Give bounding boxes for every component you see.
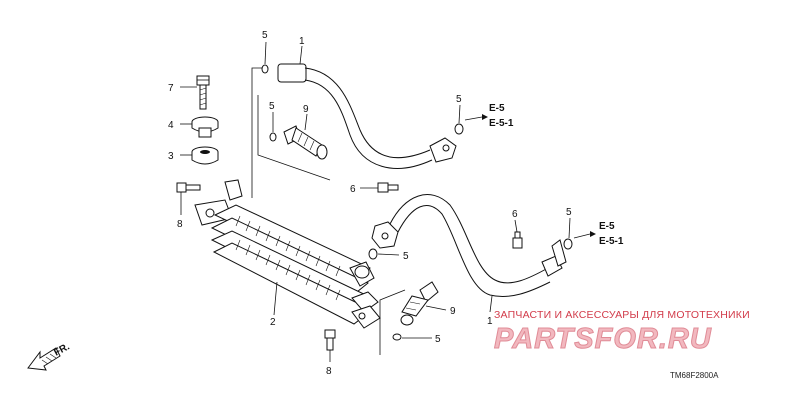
leader-2: [273, 281, 278, 316]
leader-5e: [568, 217, 571, 239]
callout-5-upper-right: 5: [456, 94, 462, 105]
callout-7: 7: [168, 83, 174, 94]
ref-arrow-upper: [464, 116, 483, 121]
leader-6b: [514, 219, 518, 233]
callout-4: 4: [168, 120, 174, 131]
leader-5d: [377, 253, 400, 256]
leader-9a: [304, 113, 308, 131]
oil-cooler-2: [194, 179, 381, 329]
bolt-7: [196, 75, 210, 110]
hose-9-upper: [283, 125, 328, 160]
leader-5c: [458, 104, 461, 124]
washer-5e: [563, 238, 573, 250]
washer-5c: [454, 123, 464, 135]
callout-5-lower-right: 5: [566, 207, 572, 218]
collar-4: [191, 116, 219, 138]
callout-5-top: 5: [262, 30, 268, 41]
ref-e5-upper: E-5: [489, 103, 505, 114]
washer-5d: [368, 248, 378, 260]
callout-9-upper: 9: [303, 104, 309, 115]
callout-6-upper: 6: [350, 184, 356, 195]
watermark-tagline: ЗАПЧАСТИ И АКСЕССУАРЫ ДЛЯ МОТОТЕХНИКИ: [494, 309, 750, 321]
bolt-6-upper: [377, 182, 399, 193]
upper-bracket-line: [251, 67, 262, 198]
callout-9-lower: 9: [450, 306, 456, 317]
leader-5a: [264, 41, 267, 65]
ref-e5-lower: E-5: [599, 221, 615, 232]
callout-5-cooler: 5: [403, 251, 409, 262]
oil-hose-1-lower: [371, 194, 567, 298]
callout-8-lower: 8: [326, 366, 332, 377]
callout-8-upper: 8: [177, 219, 183, 230]
oil-hose-1-upper: [277, 63, 457, 169]
bolt-6-lower: [512, 231, 523, 249]
callout-2: 2: [270, 317, 276, 328]
leader-1b: [489, 295, 493, 313]
washer-5a: [261, 64, 269, 74]
callout-3: 3: [168, 151, 174, 162]
front-label: FR.: [52, 341, 72, 358]
callout-5-detail: 5: [269, 101, 275, 112]
watermark-brand: PARTSFOR.RU: [494, 323, 712, 355]
callout-1-upper: 1: [299, 36, 305, 47]
upper-detail-bracket: [257, 95, 331, 181]
bolt-8-upper: [176, 182, 201, 193]
bolt-8-lower: [324, 329, 336, 351]
ref-e51-lower: E-5-1: [599, 236, 624, 247]
washer-5b: [269, 132, 277, 142]
callout-5-bottom: 5: [435, 334, 441, 345]
hose-9-lower: [400, 281, 439, 326]
ref-arrowhead-lower: [590, 231, 596, 237]
front-arrow: FR.: [27, 341, 72, 371]
callout-6-lower: 6: [512, 209, 518, 220]
ref-arrowhead-upper: [482, 114, 488, 120]
leader-1a: [299, 45, 303, 65]
washer-5f: [392, 333, 402, 341]
grommet-3: [191, 146, 219, 165]
ref-arrow-lower: [573, 233, 591, 239]
ref-e51-upper: E-5-1: [489, 118, 514, 129]
callout-1-lower: 1: [487, 316, 493, 327]
lower-detail-bracket: [379, 289, 406, 355]
leader-9b: [425, 305, 447, 311]
diagram-code: TM68F2800A: [670, 371, 719, 380]
